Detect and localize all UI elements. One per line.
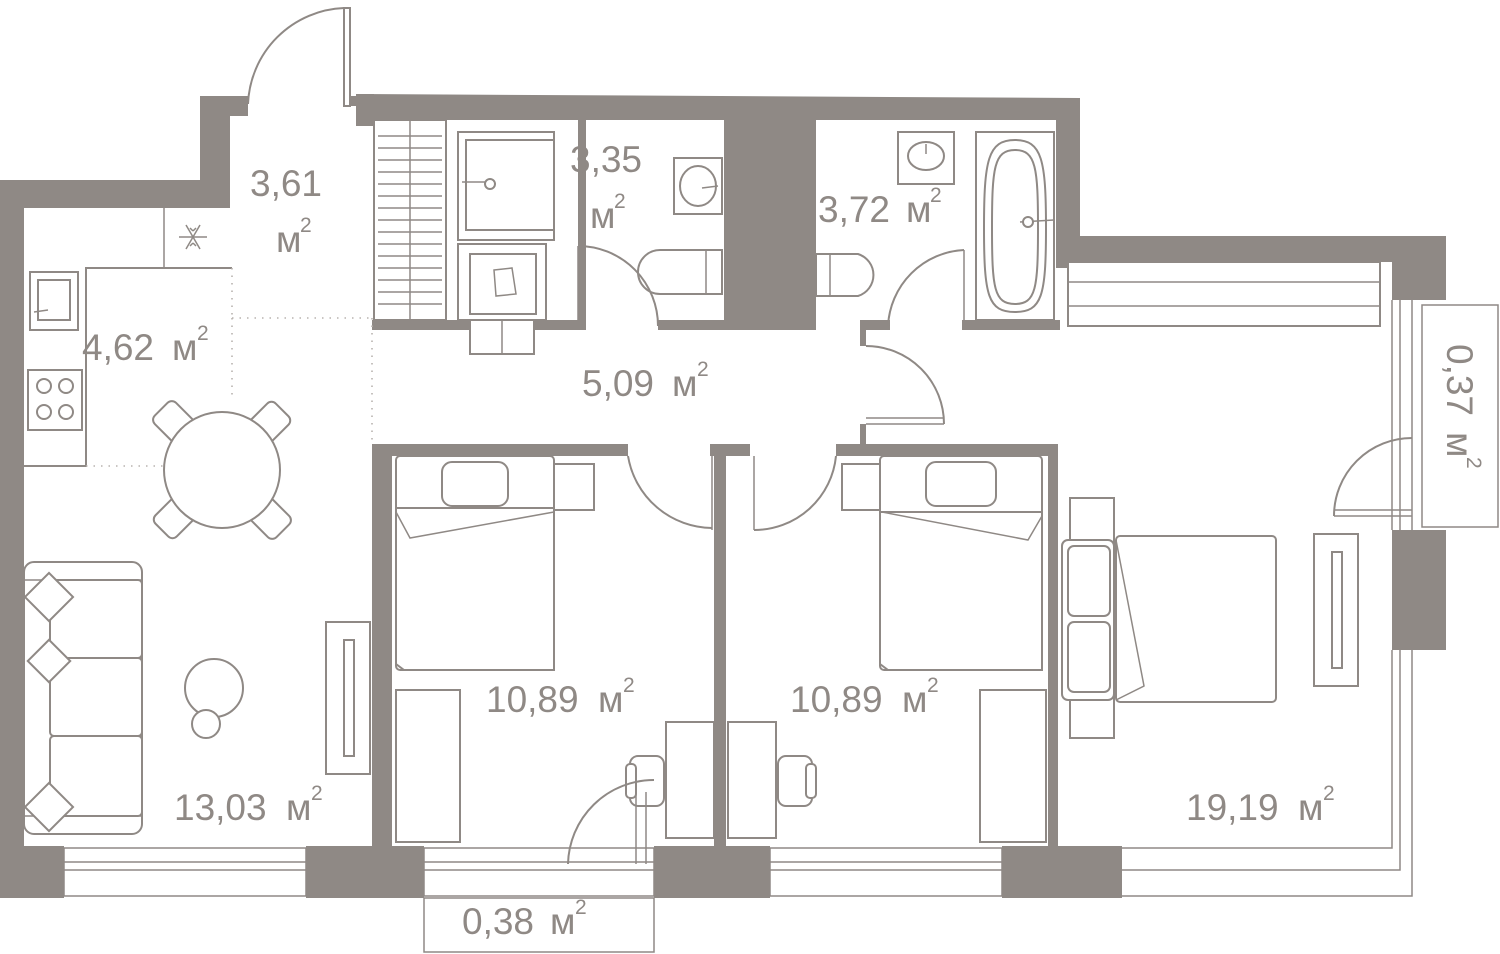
area-unit-wc: м [590, 195, 615, 236]
walls [0, 94, 1446, 898]
area-unit-hall: м [672, 363, 697, 404]
area-unit-sup-hall: 2 [697, 358, 709, 381]
bed-bedroom-1 [395, 455, 595, 671]
area-unit-bedroom-2: м [902, 679, 927, 720]
area-unit-sup-balcony-bottom: 2 [575, 896, 587, 919]
area-label-balcony-right: 0,37 [1439, 344, 1480, 416]
desk-bedroom-1 [567, 721, 715, 865]
area-label-balcony-bottom: 0,38 [462, 901, 534, 942]
area-unit-sup-bedroom-2: 2 [927, 674, 939, 697]
door-bedroom-1 [627, 455, 713, 530]
bed-bedroom-2 [841, 455, 1043, 671]
door-bedroom-2 [753, 455, 837, 532]
area-label-bedroom-2: 10,89 [790, 679, 883, 720]
tv-stand-master [1313, 533, 1359, 687]
area-unit-sup-kitchen: 2 [197, 322, 209, 345]
wardrobe-bedroom-1 [395, 689, 461, 843]
area-label-kitchen: 4,62 [82, 327, 154, 368]
area-unit-balcony-right: м [1439, 432, 1480, 457]
bathroom-fixtures [815, 131, 1055, 330]
area-unit-entrance: м [276, 219, 301, 260]
kitchen [24, 208, 373, 467]
area-label-hall: 5,09 [582, 363, 654, 404]
area-label-master-bedroom: 19,19 [1186, 787, 1279, 828]
area-unit-bathroom: м [906, 189, 931, 230]
area-unit-balcony-bottom: м [550, 901, 575, 942]
bed-master-bedroom [1061, 497, 1277, 739]
area-unit-sup-master-bedroom: 2 [1323, 782, 1335, 805]
wardrobe-bedroom-2 [979, 689, 1047, 843]
entrance-door [236, 7, 358, 107]
windows [63, 300, 1499, 953]
area-unit-sup-bedroom-1: 2 [623, 674, 635, 697]
area-label-entrance: 3,61 [250, 163, 322, 204]
area-label-bedroom-1: 10,89 [486, 679, 579, 720]
area-unit-sup-wc: 2 [614, 190, 626, 213]
balcony-door-right [1333, 437, 1413, 517]
dining-table [152, 400, 292, 540]
area-unit-master-bedroom: м [1298, 787, 1323, 828]
wc-fixtures [457, 131, 723, 355]
desk-bedroom-2 [727, 721, 817, 839]
snowflake-icon [179, 224, 207, 250]
area-unit-sup-bathroom: 2 [930, 184, 942, 207]
area-unit-kitchen: м [172, 327, 197, 368]
area-label-bathroom: 3,72 [818, 189, 890, 230]
area-unit-sup-balcony-right: 2 [1462, 457, 1485, 469]
sofa [23, 561, 143, 835]
area-unit-living: м [286, 787, 311, 828]
tv-stand-living [325, 621, 371, 775]
area-labels: 3,61 м 2 3,35 м 2 3,72 м 2 4,62 м 2 5,09… [82, 139, 1485, 942]
coffee-table [184, 658, 244, 739]
area-unit-sup-entrance: 2 [300, 214, 312, 237]
area-unit-sup-living: 2 [311, 782, 323, 805]
area-label-group-balcony-right: 0,37 м 2 [1439, 344, 1485, 469]
radiator [1067, 261, 1381, 327]
area-label-wc: 3,35 [570, 139, 642, 180]
area-label-living: 13,03 [174, 787, 267, 828]
area-unit-bedroom-1: м [598, 679, 623, 720]
hall-door [865, 345, 945, 425]
